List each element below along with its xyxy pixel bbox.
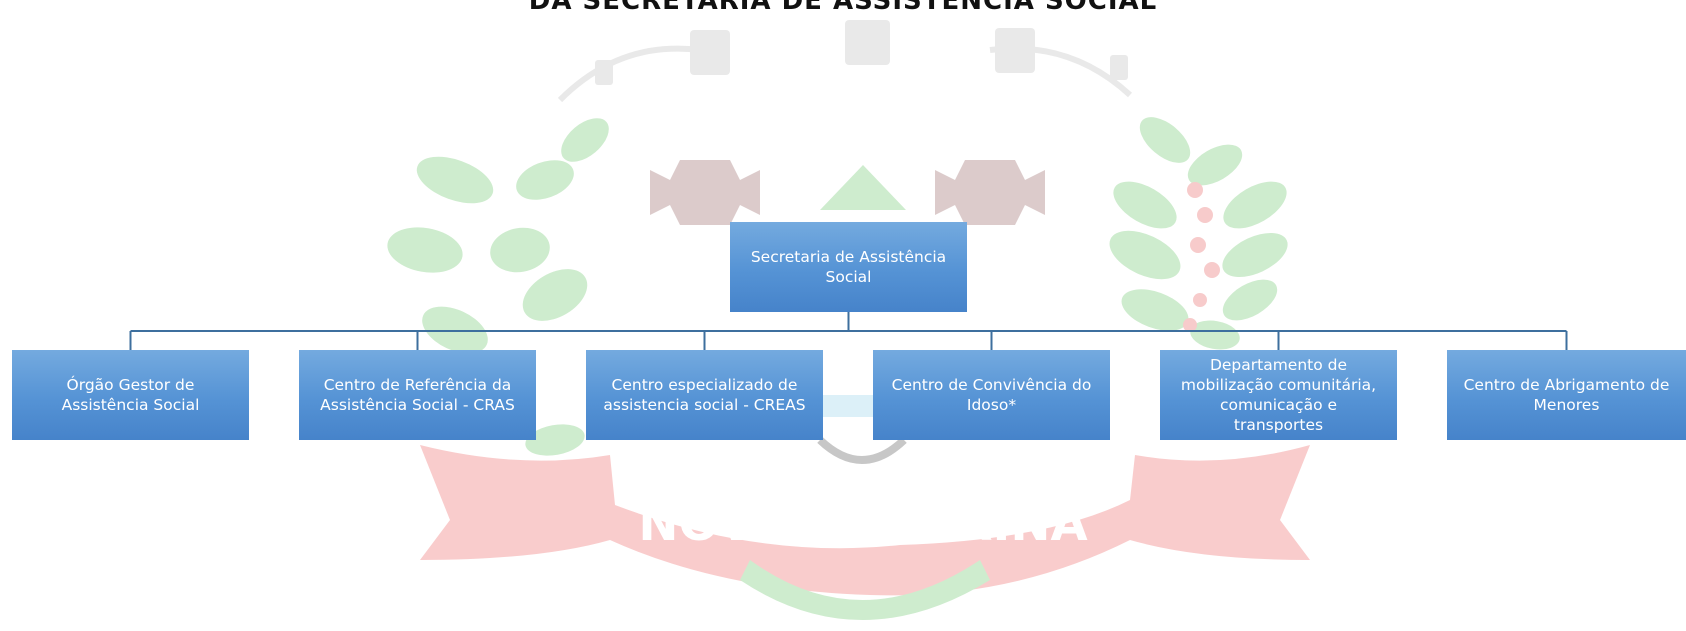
root-node-secretaria: Secretaria de Assistência Social bbox=[730, 222, 967, 312]
child-node-cras: Centro de Referência da Assistência Soci… bbox=[299, 350, 536, 440]
child-node-label: Centro de Abrigamento de Menores bbox=[1463, 376, 1670, 414]
right-branch bbox=[1109, 117, 1288, 350]
child-node-label: Centro de Convivência do Idoso* bbox=[891, 376, 1092, 414]
child-node-label: Departamento de mobilização comunitária,… bbox=[1180, 356, 1377, 434]
berries bbox=[1183, 182, 1220, 332]
root-node-label: Secretaria de Assistência Social bbox=[750, 248, 947, 286]
cross-left bbox=[650, 160, 760, 225]
child-node-abrigamento: Centro de Abrigamento de Menores bbox=[1447, 350, 1686, 440]
cross-right bbox=[935, 160, 1045, 225]
green-triangle bbox=[820, 165, 906, 210]
banner-text: NOVA LONDRINA bbox=[638, 496, 1087, 552]
red-ribbon bbox=[420, 445, 1310, 596]
child-node-mobilizacao: Departamento de mobilização comunitária,… bbox=[1160, 350, 1397, 440]
shield-arc bbox=[817, 437, 907, 464]
child-node-label: Órgão Gestor de Assistência Social bbox=[61, 376, 200, 414]
child-node-orgao-gestor: Órgão Gestor de Assistência Social bbox=[12, 350, 249, 440]
crown-shapes bbox=[557, 20, 1133, 103]
child-node-convivencia-idoso: Centro de Convivência do Idoso* bbox=[873, 350, 1110, 440]
child-node-label: Centro especializado de assistencia soci… bbox=[603, 376, 806, 414]
child-node-creas: Centro especializado de assistencia soci… bbox=[586, 350, 823, 440]
green-wreath bbox=[740, 560, 990, 620]
page-title: DA SECRETARIA DE ASSISTÊNCIA SOCIAL bbox=[528, 0, 1158, 16]
left-leaves bbox=[387, 118, 609, 456]
child-node-label: Centro de Referência da Assistência Soci… bbox=[320, 376, 515, 414]
